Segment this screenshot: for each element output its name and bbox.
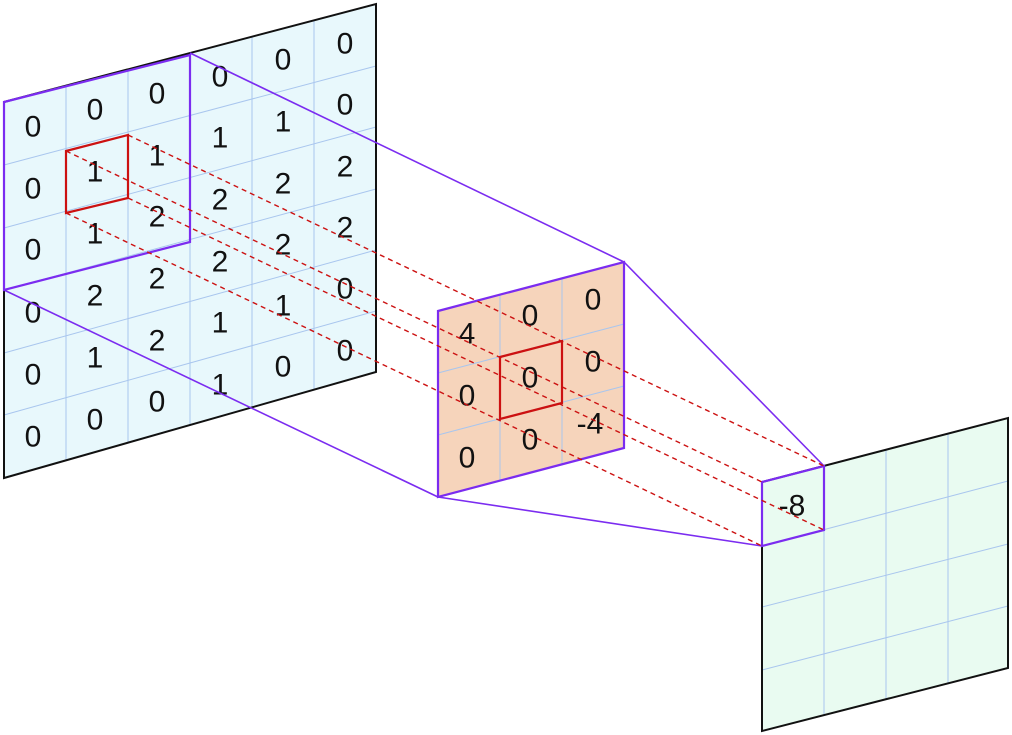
kernel-cell: -4 <box>577 408 604 441</box>
kernel-values: 4 0 0 0 0 0 0 0 -4 <box>459 284 604 475</box>
input-cell: 0 <box>337 28 354 61</box>
input-receptive-window <box>2 53 192 292</box>
input-cell: 2 <box>212 184 229 217</box>
input-cell: 1 <box>149 140 166 173</box>
kernel-background <box>438 262 624 497</box>
input-cell: 0 <box>275 351 292 384</box>
input-cell: 2 <box>149 201 166 234</box>
input-cell: 0 <box>25 359 42 392</box>
kernel-cell: 0 <box>459 442 476 475</box>
dashed-line <box>65 150 763 483</box>
kernel-cell: 0 <box>522 300 539 333</box>
input-cell: 0 <box>25 173 42 206</box>
kernel-cell: 0 <box>585 284 602 317</box>
kernel-cell: 4 <box>459 318 476 351</box>
input-cell: 0 <box>25 111 42 144</box>
input-cell: 1 <box>212 122 229 155</box>
dashed-line <box>127 197 825 531</box>
input-cell: 1 <box>87 156 104 189</box>
kernel-cell: 0 <box>522 424 539 457</box>
input-cell: 0 <box>25 234 42 267</box>
input-cell: 0 <box>149 78 166 111</box>
input-cell: 1 <box>212 369 229 402</box>
kernel-matrix: 4 0 0 0 0 0 0 0 -4 <box>436 260 626 499</box>
input-cell: 0 <box>337 273 354 306</box>
kernel-frame <box>436 260 626 499</box>
correspondence-lines <box>65 134 825 547</box>
kernel-cell: 0 <box>585 346 602 379</box>
input-cell: 0 <box>275 44 292 77</box>
input-grid-values: 0 0 0 0 0 0 0 1 1 1 1 0 0 1 2 2 2 2 0 2 … <box>25 28 354 454</box>
input-cell: 0 <box>337 89 354 122</box>
input-cell: 2 <box>212 246 229 279</box>
kernel-cell: 0 <box>522 362 539 395</box>
input-cell: 1 <box>275 290 292 323</box>
input-cell: 2 <box>275 229 292 262</box>
input-grid-line <box>3 249 377 354</box>
window-projection-lines <box>3 52 625 498</box>
input-cell: 2 <box>87 280 104 313</box>
kernel-center-highlight <box>498 339 564 421</box>
input-cell: 0 <box>25 421 42 454</box>
input-cell: 0 <box>25 297 42 330</box>
projection-line <box>437 496 763 547</box>
kernel-cell: 0 <box>459 380 476 413</box>
input-cell: 2 <box>337 151 354 184</box>
output-grid-frame <box>761 416 1009 733</box>
input-cell: 2 <box>337 212 354 245</box>
output-grid-background <box>762 418 1008 731</box>
input-cell: 1 <box>212 307 229 340</box>
dashed-line <box>65 212 763 547</box>
input-cell: 0 <box>87 404 104 437</box>
input-cell: 0 <box>87 94 104 127</box>
output-grid-line <box>761 605 1009 671</box>
kernel-projection-lines <box>437 261 825 547</box>
input-cell: 2 <box>149 263 166 296</box>
input-grid-line <box>3 310 377 416</box>
dashed-line <box>127 134 825 467</box>
projection-line <box>189 52 625 263</box>
input-grid-frame <box>3 2 377 480</box>
input-cell: 1 <box>87 218 104 251</box>
input-cell: 1 <box>275 106 292 139</box>
output-grid-line <box>761 543 1009 608</box>
output-feature-map: -8 <box>760 416 1009 733</box>
input-cell: 0 <box>149 386 166 419</box>
input-cell: 2 <box>275 168 292 201</box>
projection-line <box>623 261 825 467</box>
input-cell: 1 <box>87 342 104 375</box>
input-cell: 0 <box>337 335 354 368</box>
projection-line <box>3 289 439 498</box>
input-cell: 2 <box>149 325 166 358</box>
output-active-cell <box>760 464 826 548</box>
output-cell-value: -8 <box>779 490 806 523</box>
